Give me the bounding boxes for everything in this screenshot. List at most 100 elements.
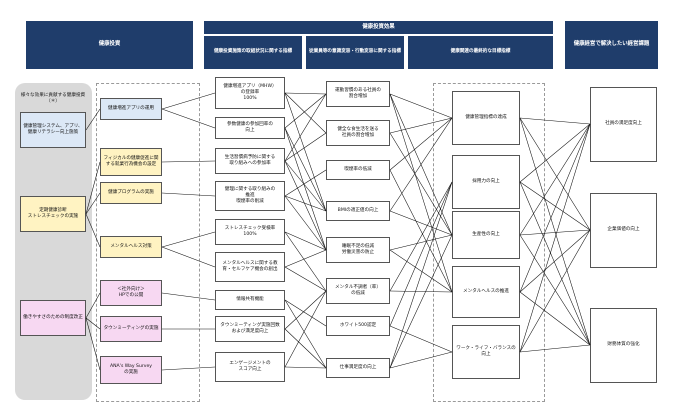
behavior-box: 喫煙率の低減 (326, 160, 390, 180)
connector-line (519, 123, 591, 293)
connector-line (519, 229, 591, 236)
goal-box: ワーク・ライフ・バランスの 向上 (452, 325, 520, 379)
connector-line (284, 92, 327, 212)
connector-line (85, 108, 101, 131)
behavior-box: 仕事満足度の向上 (326, 358, 390, 378)
left-group-title: 様々な効果に貢献する健康投資（＊） (20, 93, 86, 105)
connector-line (284, 160, 327, 212)
connector-line (284, 127, 327, 212)
connector-line (284, 195, 327, 251)
behavior-box: 睡眠不足の低減 労働災害の防止 (326, 237, 390, 263)
connector-line (389, 210, 453, 236)
connector-line (519, 123, 591, 183)
goal-column-frame (433, 83, 545, 402)
connector-line (389, 117, 453, 212)
goal-box: 採用力の向上 (452, 155, 520, 209)
connector-line (389, 181, 453, 327)
connector-line (161, 292, 216, 301)
indicator-box: 健康増進アプリ（MHW） の登録率 100% (215, 77, 285, 109)
connector-line (284, 195, 327, 212)
connector-line (161, 108, 216, 129)
connector-line (161, 366, 216, 371)
issue-box: 社員の満足度向上 (590, 87, 657, 162)
indicator-box: 情報共有機能 (215, 290, 285, 310)
connector-line (519, 229, 591, 293)
connector-line (519, 117, 591, 231)
connector-line (284, 169, 327, 197)
measure-box: 健康増進アプリの運用 (100, 98, 162, 120)
connector-line (519, 181, 591, 346)
measure-box: ＜社外向け＞ HPでの公開 (100, 280, 162, 306)
measure-box: タウンミーティングの実施 (100, 316, 162, 342)
connector-line (284, 299, 327, 327)
connector-line (519, 229, 591, 353)
connector-line (284, 92, 327, 95)
connector-line (389, 181, 453, 292)
connector-line (284, 366, 327, 369)
connector-line (85, 317, 101, 371)
connector-line (284, 132, 327, 162)
connector-line (389, 181, 453, 369)
measure-column-frame (96, 83, 200, 402)
connector-line (519, 117, 591, 346)
indicator-box: エンゲージメントの スコア向上 (215, 352, 285, 382)
connector-line (161, 92, 216, 110)
behavior-box: メンタル不調者（率） の低減 (326, 278, 390, 304)
connector-line (519, 234, 591, 346)
connector-line (389, 234, 453, 251)
measure-box: ANA's Way Survey の実施 (100, 356, 162, 384)
header-effects-behavior: 従業員等の意識変容・行動変容に関する指標 (306, 36, 404, 69)
issue-box: 財務体質の強化 (590, 308, 657, 383)
connector-line (519, 123, 591, 353)
issue-box: 企業価値の向上 (590, 193, 657, 268)
behavior-box: 健全な食生活を送る 社員の割合増加 (326, 120, 390, 146)
connector-line (161, 231, 216, 248)
indicator-box: 健理に関する取り組みの 推進 喫煙率の削減 (215, 181, 285, 211)
connector-line (519, 181, 591, 231)
connector-line (284, 231, 327, 292)
connector-line (284, 299, 327, 369)
connector-line (519, 123, 591, 236)
connector-line (389, 117, 453, 134)
connector-line (284, 290, 327, 330)
connector-line (389, 249, 453, 293)
connector-line (389, 351, 453, 369)
connector-line (284, 92, 327, 134)
left-item-work-rules: 働きやすさのための制度改正 (20, 300, 86, 336)
header-investment: 健康投資 (26, 21, 193, 69)
connector-line (519, 344, 591, 353)
indicator-box: メンタルヘルスに関する教 育・セルフケア機会の創出 (215, 252, 285, 282)
goal-box: 健康管理指標の達成 (452, 91, 520, 145)
connector-line (519, 117, 591, 125)
header-effects: 健康投資効果 (204, 21, 553, 34)
connector-line (161, 192, 216, 197)
connector-line (284, 160, 327, 251)
measure-box: フィジカルの健康促進に関する就業行為機会の設定 (100, 148, 162, 176)
connector-line (389, 117, 453, 171)
connector-line (284, 93, 327, 162)
connector-line (161, 160, 216, 163)
connector-line (389, 132, 453, 236)
indicator-box: ストレスチェック受検率 100% (215, 219, 285, 245)
connector-line (389, 290, 453, 293)
connector-line (161, 246, 216, 268)
connector-line (85, 213, 101, 248)
measure-box: メンタルヘルス対策 (100, 236, 162, 258)
behavior-box: 運動習慣のある社員の 割合増加 (326, 81, 390, 107)
connector-line (284, 127, 327, 251)
goal-box: 生産性の向上 (452, 211, 520, 259)
connector-line (284, 249, 327, 268)
connector-line (389, 325, 453, 353)
left-item-systems: 健康管理システム、アプリ、健康リテラシー向上施策 (20, 112, 86, 148)
connector-line (389, 93, 453, 119)
indicator-box: 参数健康の参加回率の 向上 (215, 117, 285, 139)
connector-line (389, 234, 453, 369)
header-effects-goals: 健康関連の最終的な目標指標 (408, 36, 553, 69)
connector-line (284, 93, 327, 129)
behavior-box: ホワイト500認定 (326, 316, 390, 336)
connector-line (284, 290, 327, 368)
connector-line (389, 93, 453, 293)
indicator-box: 生活習慣病予防に関する 取り組みへの参加率 (215, 148, 285, 174)
